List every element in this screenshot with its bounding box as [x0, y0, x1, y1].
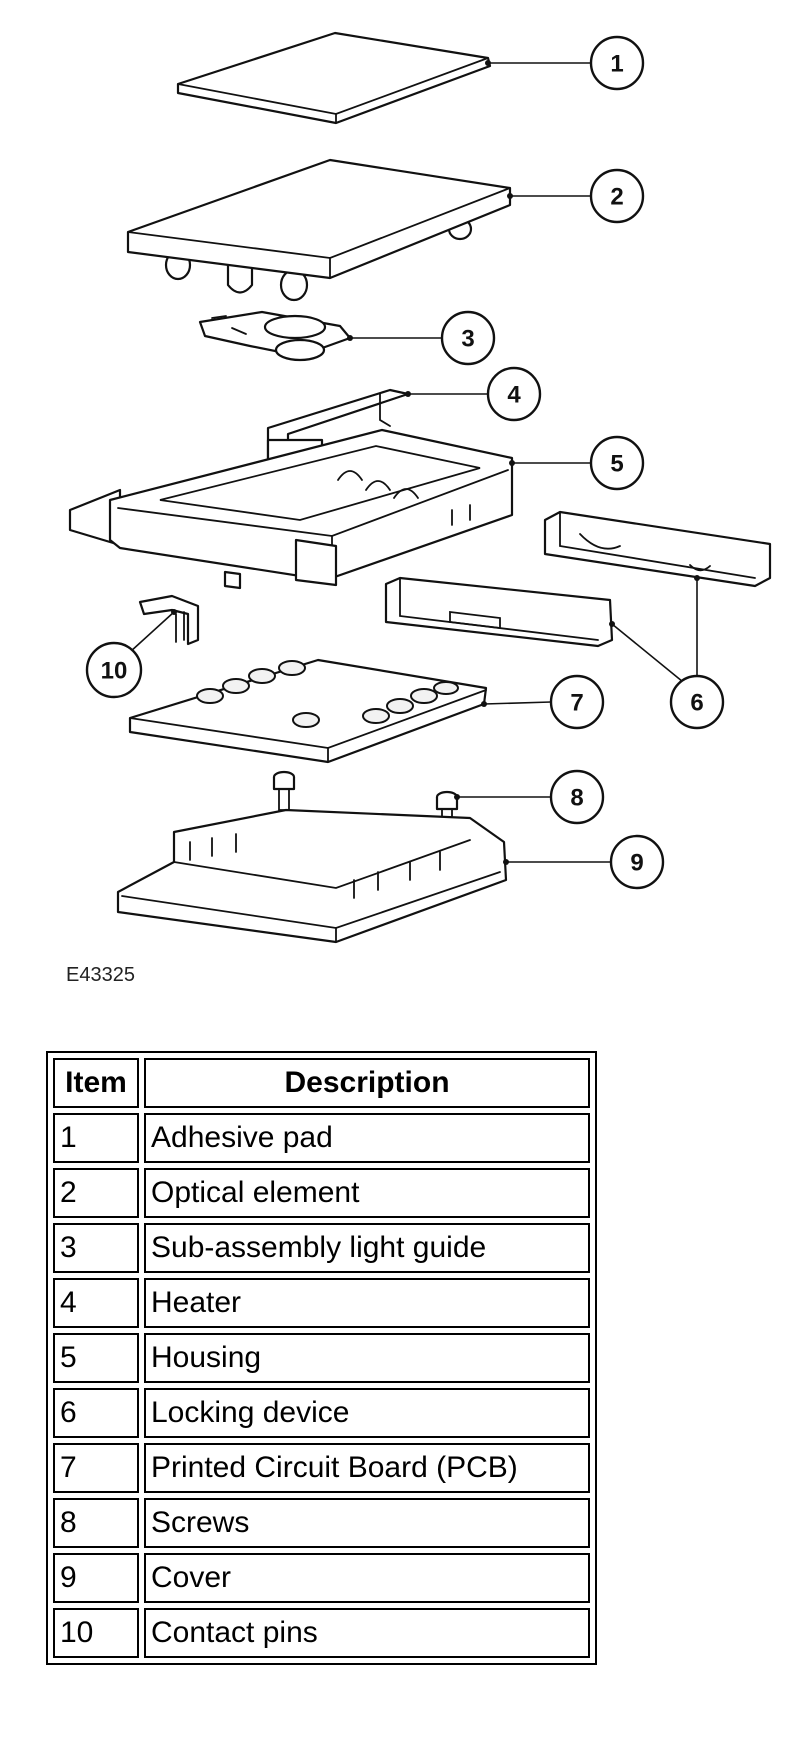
svg-text:9: 9: [630, 850, 643, 877]
item-description: Optical element: [144, 1168, 590, 1218]
table-row: 9 Cover: [53, 1553, 590, 1603]
item-description: Adhesive pad: [144, 1113, 590, 1163]
callout-1: 1: [485, 35, 645, 91]
table-row: 2 Optical element: [53, 1168, 590, 1218]
header-description: Description: [144, 1058, 590, 1108]
callout-4: 4: [405, 366, 542, 422]
header-item: Item: [53, 1058, 139, 1108]
svg-text:6: 6: [690, 690, 703, 717]
table-header-row: Item Description: [53, 1058, 590, 1108]
callout-5: 5: [509, 435, 645, 491]
item-number: 3: [53, 1223, 139, 1273]
table-row: 1 Adhesive pad: [53, 1113, 590, 1163]
item-description: Sub-assembly light guide: [144, 1223, 590, 1273]
item-number: 7: [53, 1443, 139, 1493]
svg-text:10: 10: [101, 658, 128, 685]
item-number: 5: [53, 1333, 139, 1383]
table-row: 3 Sub-assembly light guide: [53, 1223, 590, 1273]
svg-text:3: 3: [461, 326, 474, 353]
callout-8: 8: [454, 769, 605, 825]
item-description: Printed Circuit Board (PCB): [144, 1443, 590, 1493]
svg-text:4: 4: [507, 382, 521, 409]
svg-text:7: 7: [570, 690, 583, 717]
parts-table-container: Item Description 1 Adhesive pad 2 Optica…: [46, 1051, 597, 1665]
table-row: 7 Printed Circuit Board (PCB): [53, 1443, 590, 1493]
callout-7: 7: [481, 674, 605, 730]
svg-text:8: 8: [570, 785, 583, 812]
item-description: Cover: [144, 1553, 590, 1603]
item-description: Heater: [144, 1278, 590, 1328]
svg-text:2: 2: [610, 184, 623, 211]
part-housing: [68, 428, 514, 590]
item-number: 9: [53, 1553, 139, 1603]
part-cover: [116, 808, 508, 944]
part-light-guide: [198, 310, 352, 362]
table-row: 4 Heater: [53, 1278, 590, 1328]
table-row: 5 Housing: [53, 1333, 590, 1383]
callout-9: 9: [503, 834, 665, 890]
callout-2: 2: [507, 168, 645, 224]
item-number: 6: [53, 1388, 139, 1438]
item-number: 2: [53, 1168, 139, 1218]
part-adhesive-pad: [176, 31, 492, 125]
item-description: Contact pins: [144, 1608, 590, 1658]
callout-6: 6: [609, 575, 725, 730]
item-number: 8: [53, 1498, 139, 1548]
table-row: 6 Locking device: [53, 1388, 590, 1438]
table-row: 8 Screws: [53, 1498, 590, 1548]
callout-3: 3: [347, 310, 496, 366]
parts-table: Item Description 1 Adhesive pad 2 Optica…: [46, 1051, 597, 1665]
exploded-view-diagram: 1 2 3 4 5 6 7 8: [66, 31, 772, 986]
part-pcb: [128, 658, 488, 764]
svg-text:1: 1: [610, 51, 623, 78]
item-number: 1: [53, 1113, 139, 1163]
item-description: Locking device: [144, 1388, 590, 1438]
item-description: Screws: [144, 1498, 590, 1548]
table-row: 10 Contact pins: [53, 1608, 590, 1658]
item-description: Housing: [144, 1333, 590, 1383]
item-number: 10: [53, 1608, 139, 1658]
callout-10: 10: [85, 609, 177, 699]
part-contact-pins: [138, 594, 200, 646]
figure-reference: E43325: [66, 964, 135, 986]
part-optical-element: [126, 158, 512, 302]
svg-text:5: 5: [610, 451, 623, 478]
item-number: 4: [53, 1278, 139, 1328]
part-locking-device: [384, 510, 772, 648]
